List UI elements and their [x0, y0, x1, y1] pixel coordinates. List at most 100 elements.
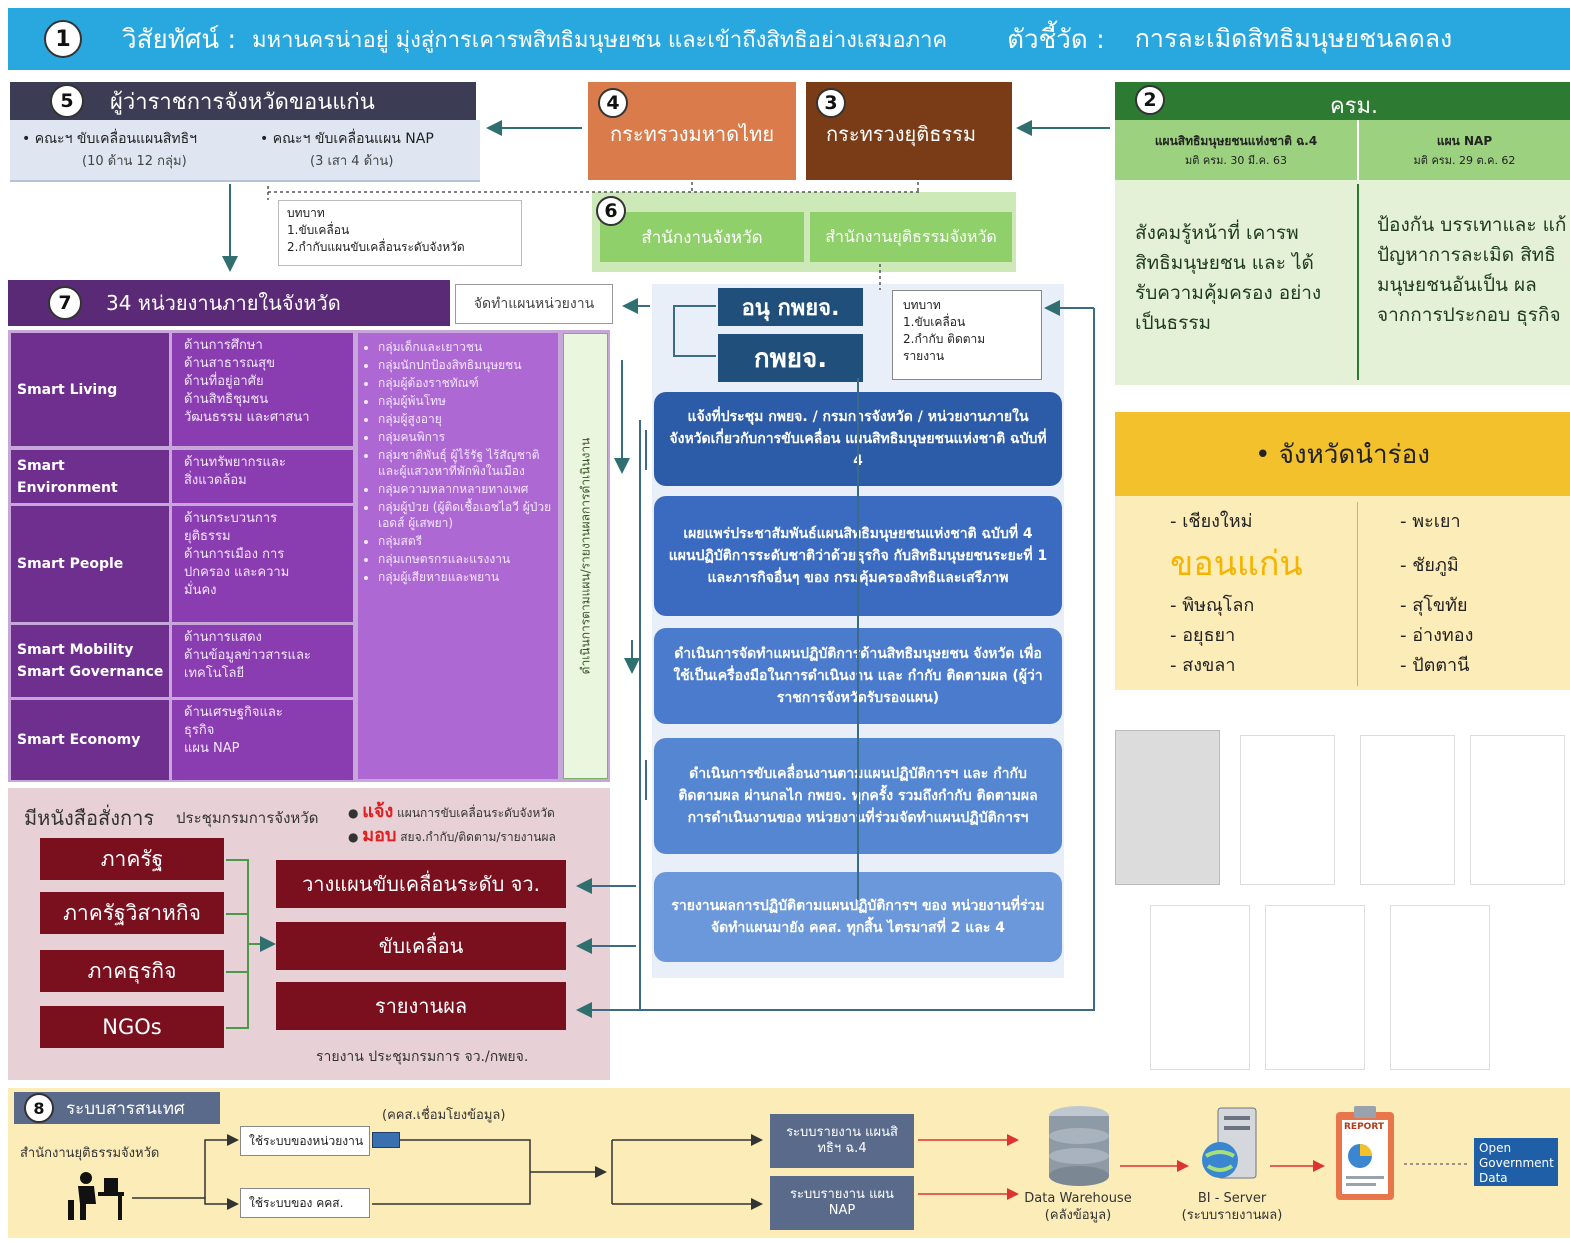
main-committee-box: กพยจ. [718, 334, 863, 382]
it-system-title: ระบบสารสนเทศ [66, 1098, 185, 1119]
sector-box: ภาครัฐวิสาหกิจ [40, 892, 224, 934]
committee-rights: • คณะฯ ขับเคลื่อนแผนสิทธิฯ (10 ด้าน 12 ก… [22, 131, 198, 169]
vision-header: 1 วิสัยทัศน์ : มหานครน่าอยู่ มุ่งสู่การเ… [8, 8, 1570, 70]
group-item: กลุ่มสตรี [378, 533, 554, 549]
orders-bullet-inform: ● แจ้ง แผนการขับเคลื่อนระดับจังหวัด [348, 801, 555, 822]
sector-box: NGOs [40, 1006, 224, 1048]
group-item: กลุ่มเด็กและเยาวชน [378, 339, 554, 355]
governor-committees: • คณะฯ ขับเคลื่อนแผนสิทธิฯ (10 ด้าน 12 ก… [10, 120, 480, 182]
pilot-header: • จังหวัดนำร่อง [1115, 412, 1570, 496]
duty-note-committee: บทบาท 1.ขับเคลื่อน 2.กำกับ ติดตาม รายงาน [892, 290, 1042, 380]
group-item: กลุ่มผู้พ้นโทษ [378, 393, 554, 409]
duty-note-province: บทบาท 1.ขับเคลื่อน 2.กำกับแผนขับเคลื่อนร… [278, 200, 522, 266]
groups-list: กลุ่มเด็กและเยาวชนกลุ่มนักปกป้องสิทธิมนุ… [366, 339, 554, 585]
server-globe-icon [1196, 1104, 1266, 1188]
doc-thumb-4 [1470, 735, 1565, 885]
doc-thumb-7 [1390, 905, 1490, 1070]
orders-bullet-assign: ● มอบ สยจ.กำกับ/ติดตาม/รายงานผล [348, 825, 556, 846]
group-item: กลุ่มคนพิการ [378, 429, 554, 445]
governor-box: 5 ผู้ว่าราชการจังหวัดขอนแก่น [10, 82, 476, 120]
vision-text: มหานครน่าอยู่ มุ่งสู่การเคารพสิทธิมนุษยช… [252, 27, 948, 53]
group-item: กลุ่มนักปกป้องสิทธิมนุษยชน [378, 357, 554, 373]
doc-thumb-2 [1240, 735, 1335, 885]
pilot-province: - อ่างทอง [1400, 625, 1474, 646]
it-system-header: 8 ระบบสารสนเทศ [14, 1092, 220, 1124]
cabinet-goal2: ป้องกัน บรรเทาและ แก้ปัญหาการละเมิด สิทธ… [1377, 214, 1567, 326]
committee-nap: • คณะฯ ขับเคลื่อนแผน NAP (3 เสา 4 ด้าน) [260, 131, 434, 169]
pilot-body [1115, 496, 1570, 690]
connector-icon [372, 1132, 400, 1148]
it-link-note: (คคส.เชื่อมโยงข้อมูล) [382, 1108, 506, 1123]
agency-execute-box: ดำเนินการตามแผน/รายงานผลการดำเนินงาน [563, 333, 608, 779]
sector-box: ภาคธุรกิจ [40, 950, 224, 992]
sector-box: ภาครัฐ [40, 838, 224, 880]
agency-plan-box: จัดทำแผนหน่วยงาน [455, 284, 613, 324]
smart-areas: ด้านกระบวนการ ยุติธรรม ด้านการเมือง การ … [172, 506, 353, 622]
action-box: รายงานผล [276, 982, 566, 1030]
smart-category: Smart Living [11, 333, 169, 446]
pilot-province: - พะเยา [1400, 511, 1461, 532]
agencies-header: 7 34 หน่วยงานภายในจังหวัด [8, 280, 450, 326]
step-1-badge: 1 [44, 20, 82, 58]
sub-committee-box: อนุ กพยจ. [718, 288, 863, 326]
step-6-badge: 6 [596, 196, 626, 226]
cabinet-goal1: สังคมรู้หน้าที่ เคารพ สิทธิมนุษยชน และ ไ… [1135, 222, 1322, 334]
group-item: กลุ่มชาติพันธุ์ ผู้ไร้รัฐ ไร้สัญชาติ และ… [378, 447, 554, 479]
smart-areas: ด้านเศรษฐกิจและ ธุรกิจ แผน NAP [172, 700, 353, 780]
group-item: กลุ่มเกษตรกรและแรงงาน [378, 551, 554, 567]
database-icon [1044, 1104, 1114, 1188]
cabinet-header: 2 ครม. [1115, 82, 1570, 120]
pilot-divider [1357, 502, 1358, 686]
cabinet-title: ครม. [1330, 94, 1379, 119]
open-government-data-logo: Open Government Data [1474, 1138, 1558, 1186]
pilot-province: - พิษณุโลก [1170, 595, 1255, 616]
step-3-badge: 3 [816, 88, 846, 118]
office-provincial: สำนักงานจังหวัด [600, 212, 804, 262]
vision-label: วิสัยทัศน์ : [122, 24, 237, 55]
office-justice-provincial: สำนักงานยุติธรรมจังหวัด [810, 212, 1012, 262]
cabinet-plan1: แผนสิทธิมนุษยชนแห่งชาติ ฉ.4 มติ ครม. 30 … [1115, 120, 1357, 180]
doc-thumb-3 [1360, 735, 1455, 885]
kks-system-box: ใช้ระบบของ คคส. [240, 1188, 370, 1218]
agencies-title: 34 หน่วยงานภายในจังหวัด [106, 291, 341, 315]
pilot-province: - ปัตตานี [1400, 655, 1470, 676]
ministry-justice-label: กระทรวงยุติธรรม [826, 122, 977, 146]
dw-label: Data Warehouse (คลังข้อมูล) [1024, 1191, 1132, 1223]
governor-title: ผู้ว่าราชการจังหวัดขอนแก่น [110, 89, 375, 115]
report-label: REPORT [1344, 1122, 1384, 1132]
step-7-badge: 7 [48, 286, 82, 320]
ministry-interior-label: กระทรวงมหาดไทย [610, 122, 775, 146]
orders-footer: รายงาน ประชุมกรมการ จว./กพยจ. [316, 1049, 529, 1065]
group-item: กลุ่มผู้ต้องราชทัณฑ์ [378, 375, 554, 391]
step-4-badge: 4 [598, 88, 628, 118]
report-clipboard-icon: REPORT [1332, 1104, 1398, 1204]
ministry-justice: 3 กระทรวงยุติธรรม [806, 82, 1012, 180]
smart-category: Smart People [11, 506, 169, 622]
doc-thumb-1 [1115, 730, 1220, 885]
pilot-province-highlight: ขอนแก่น [1170, 544, 1303, 584]
step-2-badge: 2 [1135, 85, 1165, 115]
group-item: กลุ่มผู้ป่วย (ผู้ติดเชื้อเอชไอวี ผู้ป่วย… [378, 499, 554, 531]
pilot-province: - อยุธยา [1170, 625, 1236, 646]
action-box: ขับเคลื่อน [276, 922, 566, 970]
report-system-rights: ระบบรายงาน แผนสิทธิฯ ฉ.4 [770, 1114, 914, 1168]
smart-category: Smart Economy [11, 700, 169, 780]
cabinet-goals: สังคมรู้หน้าที่ เคารพ สิทธิมนุษยชน และ ไ… [1115, 180, 1570, 385]
group-item: กลุ่มผู้สูงอายุ [378, 411, 554, 427]
pilot-province: - เชียงใหม่ [1170, 511, 1253, 532]
indicator-label: ตัวชี้วัด : [1007, 24, 1105, 55]
doc-thumb-6 [1265, 905, 1365, 1070]
step-8-badge: 8 [24, 1093, 54, 1123]
orders-title: มีหนังสือสั่งการ [24, 806, 155, 830]
smart-areas: ด้านการแสดง ด้านข้อมูลข่าวสารและ เทคโนโล… [172, 625, 353, 697]
smart-areas: ด้านการศึกษา ด้านสาธารณสุข ด้านที่อยู่อา… [172, 333, 353, 446]
bi-label: BI - Server (ระบบรายงานผล) [1181, 1191, 1283, 1223]
ministry-interior: 4 กระทรวงมหาดไทย [588, 82, 796, 180]
smart-areas: ด้านทรัพยากรและ สิ่งแวดล้อม [172, 450, 353, 503]
pilot-province: - สงขลา [1170, 655, 1236, 676]
doc-thumb-5 [1150, 905, 1250, 1070]
person-at-desk-icon [64, 1170, 128, 1222]
cabinet-divider [1357, 184, 1359, 380]
step-5-badge: 5 [50, 84, 84, 118]
